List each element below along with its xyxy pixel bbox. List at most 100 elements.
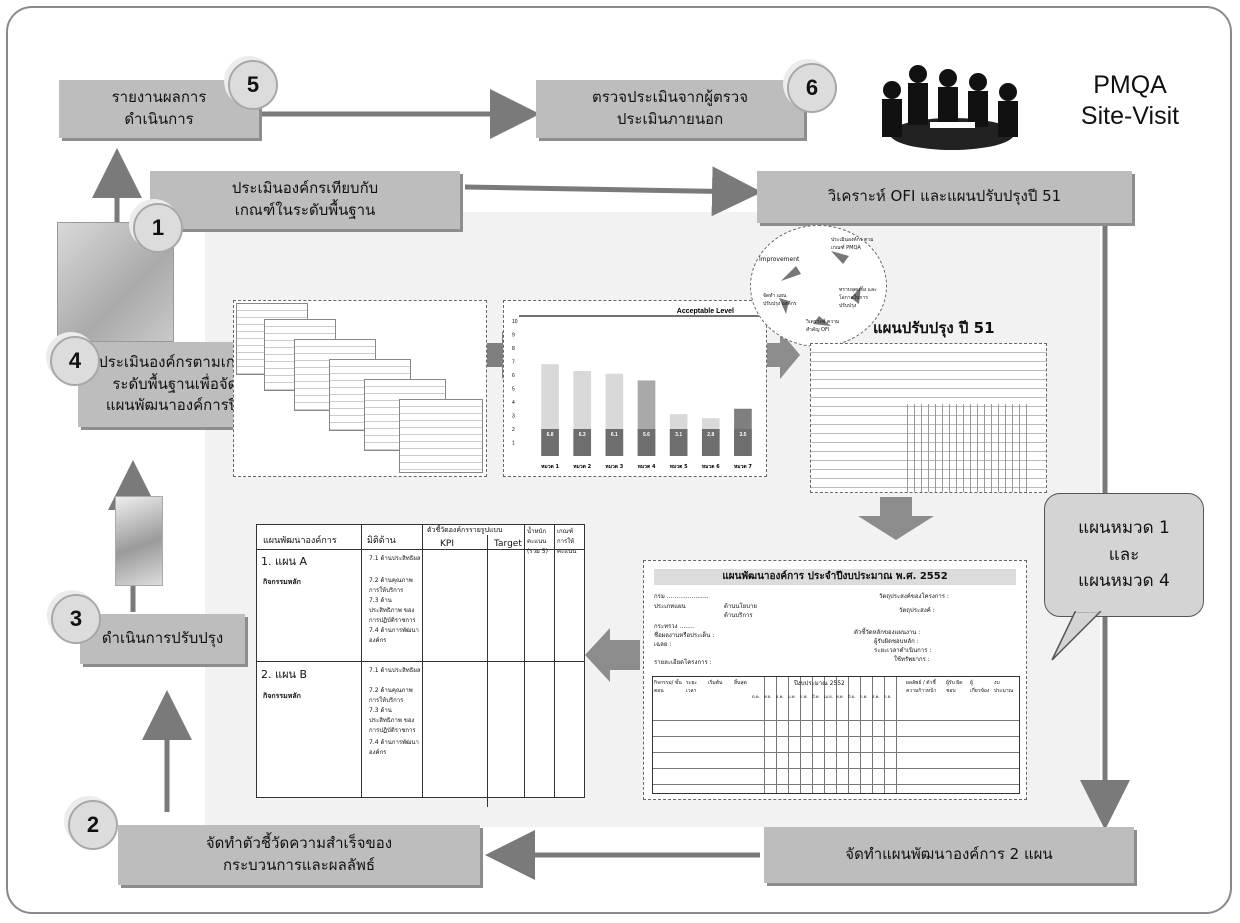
chart-ytick: 3 [512, 414, 515, 420]
dim-a-3: 7.3 ด้านประสิทธิภาพ ของการปฏิบัติราชการ [369, 597, 416, 624]
chart-bar-base [734, 429, 752, 456]
col-related: ผู้ เกี่ยวข้อง [970, 680, 990, 694]
activity-label-a: กิจกรรมหลัก [263, 578, 301, 586]
col-kpi-group: ตัวชี้วัดองค์กรรายรูปแบบ [427, 526, 503, 534]
table-header-rule [257, 549, 584, 550]
plan-booklet-image [115, 496, 163, 586]
step5-badge: 5 [228, 60, 278, 110]
col-start: เริ่มต้น [708, 680, 723, 686]
cycle-label: จัดทำ แผนปรับปรุง องค์กร [763, 293, 797, 307]
cycle-label: ทราบจุดแข็ง และโอกาสในการปรับปรุง [839, 287, 877, 309]
improve-plan-title: แผนปรับปรุง ปี 51 [873, 319, 995, 337]
step4-line3: แผนพัฒนาองค์การปี 53 [105, 396, 263, 415]
step2-badge: 2 [68, 800, 118, 850]
dim-b-1: 7.1 ด้านประสิทธิผล [369, 667, 421, 674]
step6-badge: 6 [787, 63, 837, 113]
chart-value-label: 5.6 [643, 432, 650, 438]
month-label: มี.ค. [812, 694, 820, 699]
chart-category-label: หมวด 3 [605, 464, 623, 470]
chart-category-label: หมวด 4 [638, 464, 656, 470]
month-label: ธ.ค. [776, 694, 784, 699]
field-owner: ผู้รับผิดชอบหลัก : [874, 638, 919, 645]
chart-value-label: 6.1 [611, 432, 618, 438]
chart-ytick: 7 [512, 360, 515, 366]
plan-doc-grid [652, 676, 1020, 794]
col-activity: กิจกรรม/ ขั้นตอน [654, 680, 682, 694]
plan-a-label: 1. แผน A [261, 555, 308, 568]
field-ministry2: กระทรวง ........ [654, 623, 695, 630]
dim-a-4: 7.4 ด้านการพัฒนา องค์กร [369, 627, 419, 644]
month-label: ก.ค. [860, 694, 868, 699]
table-col-rules [487, 535, 490, 807]
callout-line3: แผนหมวด 4 [1078, 571, 1170, 592]
block-arrow-down [858, 497, 934, 540]
ofi-box: วิเคราะห์ OFI และแผนปรับปรุงปี 51 [757, 171, 1132, 223]
meeting-people-image [870, 52, 1035, 160]
chart-title: Acceptable Level [677, 308, 734, 315]
step6-box: ตรวจประเมินจากผู้ตรวจประเมินภายนอก [536, 80, 804, 138]
step5-line2: ดำเนินการ [124, 110, 194, 128]
plan-box-label: จัดทำแผนพัฒนาองค์การ 2 แผน [845, 845, 1053, 864]
step4-line2: ระดับพื้นฐานเพื่อจัดทำ [112, 374, 256, 393]
chart-ytick: 9 [512, 333, 515, 339]
chart-ytick: 8 [512, 346, 515, 352]
chart-bar-base [637, 429, 656, 456]
improvement-plan-sheet [810, 343, 1047, 493]
pmqa-line2: Site-Visit [1080, 102, 1180, 131]
step6-line1: ตรวจประเมินจากผู้ตรวจ [591, 88, 748, 107]
col-budget: งบ ประมาณ [994, 680, 1014, 694]
chart-category-label: หมวด 2 [573, 464, 591, 470]
chart-bar-base [541, 429, 559, 456]
arrow-1-to-ofi [464, 166, 762, 217]
option-policy: ด้านนโยบาย [724, 603, 757, 610]
table-col-rules [524, 525, 527, 797]
dim-a-2: 7.2 ด้านคุณภาพ การให้บริการ [369, 577, 413, 594]
month-label: ต.ค. [752, 694, 760, 699]
step5-box: รายงานผลการดำเนินการ [59, 80, 259, 138]
chart-category-label: หมวด 5 [670, 464, 688, 470]
month-label: พ.ค. [836, 694, 844, 699]
field-resources: ใช้ทรัพยากร : [894, 656, 930, 663]
chart-ytick: 10 [512, 319, 518, 325]
budget-year: ปีงบประมาณ 2552 [794, 680, 845, 687]
step4-line1: ประเมินองค์กรตามเกณฑ์ฯ [98, 352, 270, 371]
chart-ytick: 6 [512, 373, 515, 379]
chart-value-label: 2.8 [707, 432, 714, 438]
chart-ytick: 2 [512, 427, 515, 433]
cycle-label: Improvement [759, 256, 800, 263]
plan-doc-title: แผนพัฒนาองค์การ ประจำปีงบประมาณ พ.ศ. 255… [654, 569, 1016, 585]
table-col-rules [422, 525, 425, 797]
month-label: มิ.ย. [848, 694, 856, 699]
col-criteria: เกณฑ์ การให้ คะแนน [557, 528, 577, 555]
chart-bar-base [669, 429, 688, 456]
month-label: ก.พ. [800, 694, 808, 699]
callout-line1: แผนหมวด 1 [1078, 518, 1170, 539]
dim-b-3: 7.3 ด้านประสิทธิภาพ ของการปฏิบัติราชการ [369, 707, 416, 734]
step1-line1: ประเมินองค์กรเทียบกับ [231, 179, 379, 198]
pmqa-title: PMQA Site-Visit [1050, 70, 1210, 133]
chart-category-label: หมวด 7 [734, 464, 752, 470]
field-plan-type: ประเภทแผน [654, 603, 686, 610]
step3-box: ดำเนินการปรับปรุง [80, 614, 245, 664]
month-label: พ.ย. [764, 694, 772, 699]
dim-a-1: 7.1 ด้านประสิทธิผล [369, 555, 421, 562]
step2-box: จัดทำตัวชี้วัดความสำเร็จของกระบวนการและผ… [118, 825, 480, 885]
chart-bar-base [573, 429, 592, 456]
step2-line2: กระบวนการและผลลัพธ์ [222, 856, 376, 874]
chart-value-label: 6.3 [579, 432, 586, 438]
cycle-label: วิเคราะห์ ความสำคัญ OFI [806, 319, 840, 333]
activity-label-b: กิจกรรมหลัก [263, 692, 301, 700]
callout-line2: และ [1108, 544, 1140, 565]
col-weight: น้ำหนัก คะแนน (รวม 5) [527, 528, 548, 555]
month-label: ม.ค. [788, 694, 796, 699]
step1-line2: เกณฑ์ในระดับพื้นฐาน [234, 201, 376, 219]
table-col-rules [361, 525, 364, 797]
col-end: สิ้นสุด [734, 680, 747, 686]
field-answer: เฉลย : [654, 641, 672, 648]
category-callout: แผนหมวด 1 และ แผนหมวด 4 [1044, 493, 1204, 617]
chart-category-label: หมวด 6 [702, 464, 720, 470]
cycle-label: ประเมินองค์กร ตามเกณฑ์ PMQA [831, 237, 874, 251]
col-kpi: KPI [440, 539, 454, 549]
